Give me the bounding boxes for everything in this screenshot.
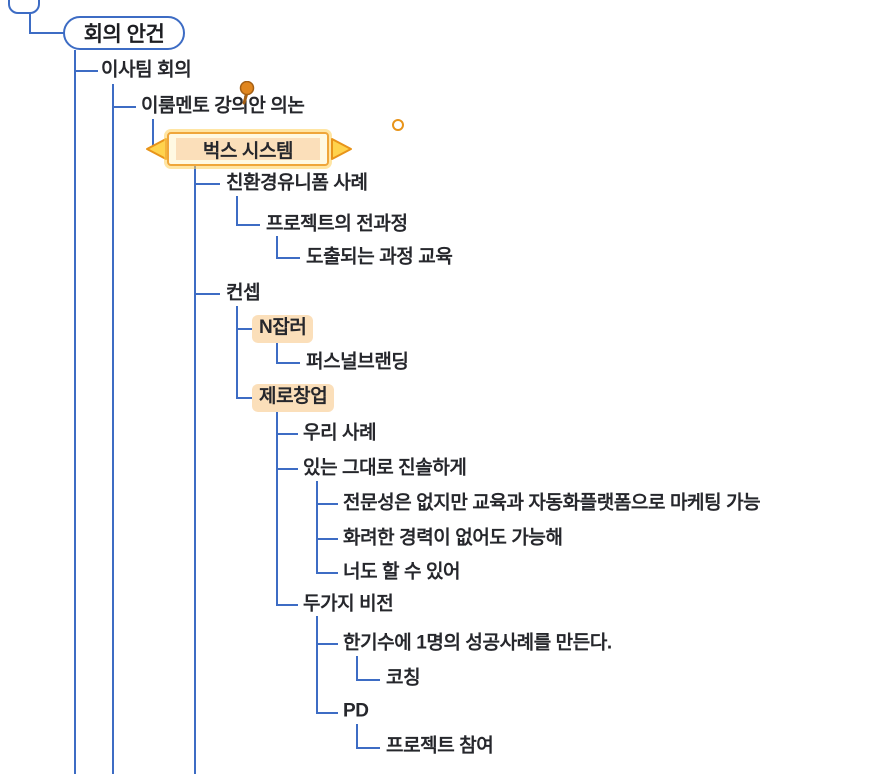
- connector-line: [74, 50, 76, 774]
- connector-line: [29, 32, 65, 34]
- selected-node-label: 벅스 시스템: [202, 140, 294, 162]
- connector-line: [29, 13, 31, 34]
- connector-line: [194, 293, 220, 295]
- connector-line: [112, 84, 114, 774]
- tree-node[interactable]: 한기수에 1명의 성공사례를 만든다.: [343, 632, 612, 654]
- tree-node[interactable]: 있는 그대로 진솔하게: [303, 457, 467, 479]
- connector-line: [276, 236, 278, 259]
- tree-node[interactable]: 프로젝트 참여: [386, 735, 494, 757]
- connector-line: [74, 70, 98, 72]
- pin-icon[interactable]: [238, 81, 256, 107]
- collapse-left-arrow-icon[interactable]: [144, 136, 168, 162]
- tree-node[interactable]: 친환경유니폼 사례: [226, 172, 368, 194]
- selected-node-highlight: 벅스 시스템: [176, 138, 320, 162]
- connector-line: [236, 224, 260, 226]
- connector-line: [236, 306, 238, 399]
- connector-line: [236, 397, 254, 399]
- tree-node[interactable]: 코칭: [386, 667, 421, 689]
- connector-line: [276, 604, 298, 606]
- tree-node[interactable]: 화려한 경력이 없어도 가능해: [343, 527, 563, 549]
- connector-line: [276, 468, 298, 470]
- connector-line: [316, 712, 338, 714]
- tree-node-highlighted[interactable]: 제로창업: [252, 384, 335, 412]
- tree-node[interactable]: PD: [343, 700, 369, 722]
- tree-node[interactable]: 도출되는 과정 교육: [306, 246, 453, 268]
- connector-line: [276, 433, 298, 435]
- connector-line: [276, 341, 278, 364]
- tree-node[interactable]: 컨셉: [226, 282, 261, 304]
- connector-line: [276, 257, 300, 259]
- tree-node[interactable]: 퍼스널브랜딩: [306, 351, 409, 373]
- connector-line: [236, 328, 254, 330]
- tree-node[interactable]: 너도 할 수 있어: [343, 561, 461, 583]
- offscreen-parent-node[interactable]: [8, 0, 40, 14]
- tree-node[interactable]: 프로젝트의 전과정: [266, 213, 408, 235]
- connector-line: [316, 572, 338, 574]
- connector-line: [356, 679, 380, 681]
- expand-right-arrow-icon[interactable]: [330, 136, 354, 162]
- tree-node[interactable]: 이룸멘토 강의안 의논: [141, 95, 305, 117]
- root-node-label: 회의 안건: [83, 23, 165, 46]
- root-node[interactable]: 회의 안건: [63, 16, 185, 50]
- connector-line: [194, 183, 220, 185]
- selected-node[interactable]: 벅스 시스템: [144, 127, 354, 171]
- connector-line: [112, 106, 136, 108]
- connector-line: [356, 747, 380, 749]
- tree-node[interactable]: 우리 사례: [303, 422, 377, 444]
- tree-node[interactable]: 전문성은 없지만 교육과 자동화플랫폼으로 마케팅 가능: [343, 492, 761, 514]
- tree-node[interactable]: 이사팀 회의: [101, 59, 192, 81]
- node-handle-icon[interactable]: [392, 119, 404, 131]
- connector-line: [276, 362, 300, 364]
- connector-line: [356, 724, 358, 749]
- connector-line: [316, 503, 338, 505]
- connector-line: [194, 166, 196, 774]
- connector-line: [316, 481, 318, 574]
- connector-line: [316, 538, 338, 540]
- tree-node[interactable]: 두가지 비전: [303, 593, 394, 615]
- tree-node-highlighted[interactable]: N잡러: [252, 315, 314, 343]
- selected-node-box[interactable]: 벅스 시스템: [167, 132, 329, 166]
- connector-line: [236, 196, 238, 226]
- connector-line: [276, 409, 278, 606]
- connector-line: [316, 643, 338, 645]
- connector-line: [316, 616, 318, 714]
- connector-line: [152, 119, 154, 150]
- connector-line: [356, 656, 358, 681]
